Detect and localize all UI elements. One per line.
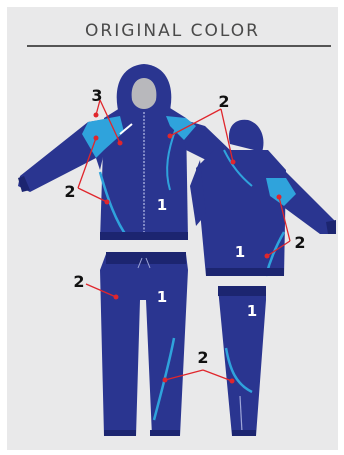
callout-dot-2-legs-b bbox=[230, 379, 235, 384]
callout-dot-2-top-a bbox=[168, 134, 173, 139]
pants-side-waistband bbox=[218, 286, 266, 296]
callout-dot-2-back-a bbox=[277, 195, 282, 200]
callout-dot-2-top-b bbox=[231, 160, 236, 165]
pants-side-cuff bbox=[232, 430, 256, 436]
pants-front-cuff-right bbox=[150, 430, 180, 436]
pants-front-shape bbox=[100, 254, 188, 436]
jacket-front-hood-opening bbox=[132, 78, 157, 109]
callout-label-2-pants: 2 bbox=[73, 272, 84, 291]
pants-front-cuff-left bbox=[104, 430, 136, 436]
pants-side-shape bbox=[218, 288, 266, 436]
label-1-jacket-back: 1 bbox=[235, 243, 245, 261]
jacket-back-hood bbox=[229, 120, 263, 152]
label-1-pants-front: 1 bbox=[157, 288, 167, 306]
callout-dot-2-back-b bbox=[265, 254, 270, 259]
jacket-back-waistband bbox=[206, 268, 284, 276]
callout-label-2-back: 2 bbox=[294, 233, 305, 252]
pants-front bbox=[100, 252, 188, 436]
callout-dot-3b bbox=[118, 141, 123, 146]
callout-dot-2-left-b bbox=[105, 200, 110, 205]
label-1-jacket-front: 1 bbox=[157, 196, 167, 214]
callout-label-2-left: 2 bbox=[64, 182, 75, 201]
callout-dot-3a bbox=[94, 113, 99, 118]
callout-dot-2-pants bbox=[114, 295, 119, 300]
callout-label-2-top: 2 bbox=[218, 92, 229, 111]
callout-dot-2-legs-a bbox=[163, 378, 168, 383]
tracksuit-illustration: 3 2 2 2 2 bbox=[7, 7, 338, 450]
illustration-panel: ORIGINAL COLOR bbox=[7, 7, 338, 450]
label-1-pants-side: 1 bbox=[247, 302, 257, 320]
jacket-front-waistband bbox=[100, 232, 188, 240]
callout-label-3: 3 bbox=[91, 86, 102, 105]
pants-side bbox=[218, 286, 266, 436]
callout-dot-2-left-a bbox=[94, 136, 99, 141]
callout-label-2-legs: 2 bbox=[197, 348, 208, 367]
